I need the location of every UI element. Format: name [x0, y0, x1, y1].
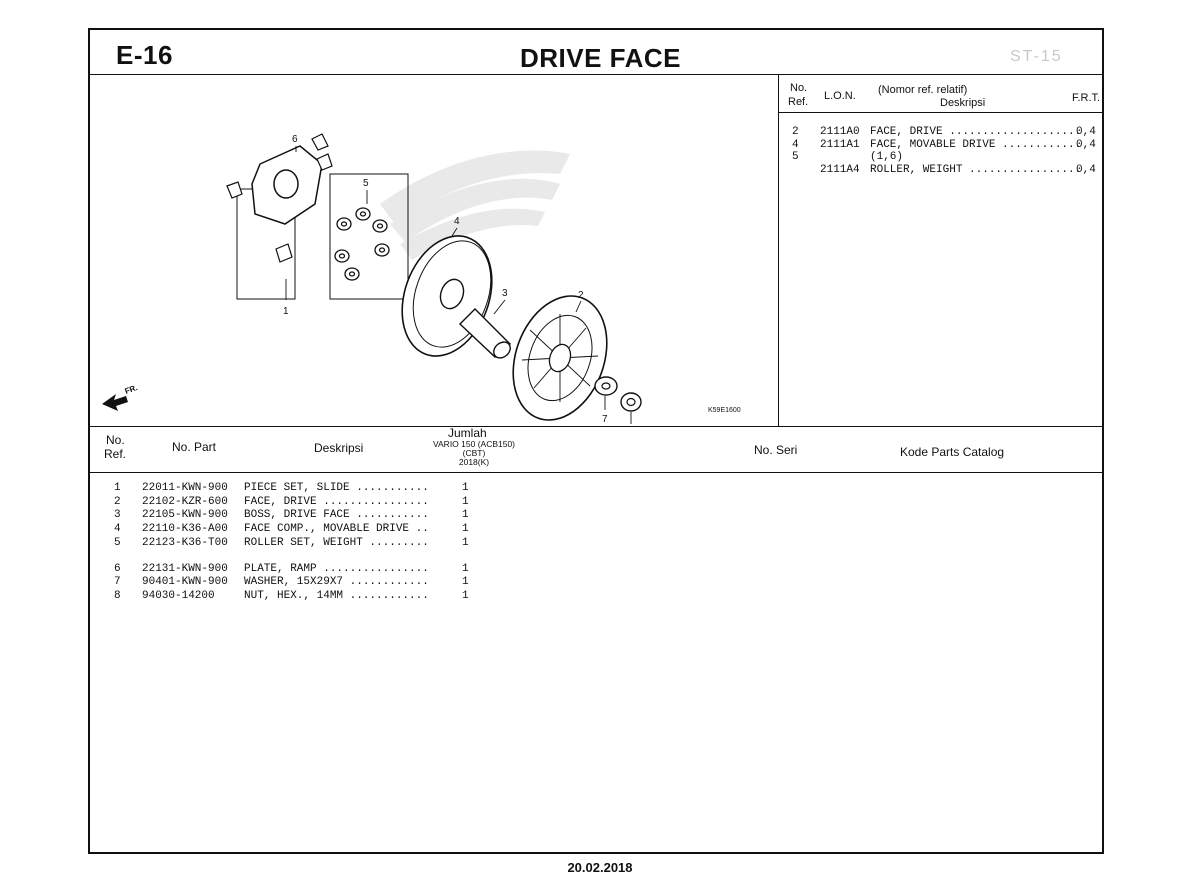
frt-header-no: No. — [790, 82, 808, 94]
callout-2: 2 — [578, 290, 584, 301]
callout-7: 7 — [602, 414, 608, 425]
exploded-diagram: 6 5 4 3 2 1 7 8 FR. K59E1600 — [102, 133, 741, 425]
parts-header-catalog: Kode Parts Catalog — [900, 445, 1005, 459]
frt-header-lon: L.O.N. — [824, 90, 856, 102]
header-divider — [90, 74, 1102, 75]
ramp-plate-part — [251, 145, 323, 225]
callout-4: 4 — [454, 216, 460, 227]
page-code: E-16 — [116, 40, 173, 70]
washer-part — [594, 376, 618, 396]
figure-code: K59E1600 — [708, 407, 741, 414]
parts-header-ref: Ref. — [104, 447, 127, 461]
parts-header-deskripsi: Deskripsi — [314, 441, 364, 455]
parts-header-model: VARIO 150 (ACB150) — [432, 439, 516, 449]
frt-header-frt: F.R.T. — [1072, 92, 1101, 104]
slide-piece-part — [226, 133, 333, 263]
frt-header-nomor: (Nomor ref. relatif) — [878, 84, 968, 96]
diagram-divider — [778, 74, 779, 426]
leader-lines — [285, 146, 632, 424]
callout-6: 6 — [292, 134, 298, 145]
parts-header-divider — [90, 472, 1102, 473]
frt-header-deskripsi: Deskripsi — [940, 97, 986, 109]
frt-header-ref: Ref. — [788, 96, 809, 108]
front-label: FR. — [124, 383, 139, 396]
parts-header-year: 2018(K) — [458, 457, 490, 467]
footer-date: 20.02.2018 — [567, 860, 633, 875]
callout-5: 5 — [363, 178, 369, 189]
parts-header-no: No. — [106, 433, 125, 447]
callout-3: 3 — [502, 288, 508, 299]
frt-header-divider — [778, 112, 1104, 113]
parts-header-seri: No. Seri — [754, 443, 798, 457]
roller-weights-part — [334, 207, 390, 281]
diagram-bottom-divider — [90, 426, 1102, 427]
parts-header-part: No. Part — [172, 440, 217, 454]
catalog-page-frame: E-16 DRIVE FACE ST-15 — [88, 28, 1104, 854]
front-arrow-icon: FR. — [102, 383, 139, 411]
hex-nut-part — [620, 392, 642, 412]
parts-header-type: (CBT) — [462, 448, 486, 458]
parts-header-jumlah: Jumlah — [448, 426, 487, 440]
drive-face-part — [512, 295, 608, 421]
stamp-mark: ST-15 — [1010, 48, 1063, 65]
callout-1: 1 — [283, 306, 289, 317]
drive-face-boss-part — [458, 308, 512, 359]
page-title: DRIVE FACE — [520, 43, 682, 73]
honda-watermark — [380, 150, 570, 260]
group-box-5 — [329, 173, 409, 300]
